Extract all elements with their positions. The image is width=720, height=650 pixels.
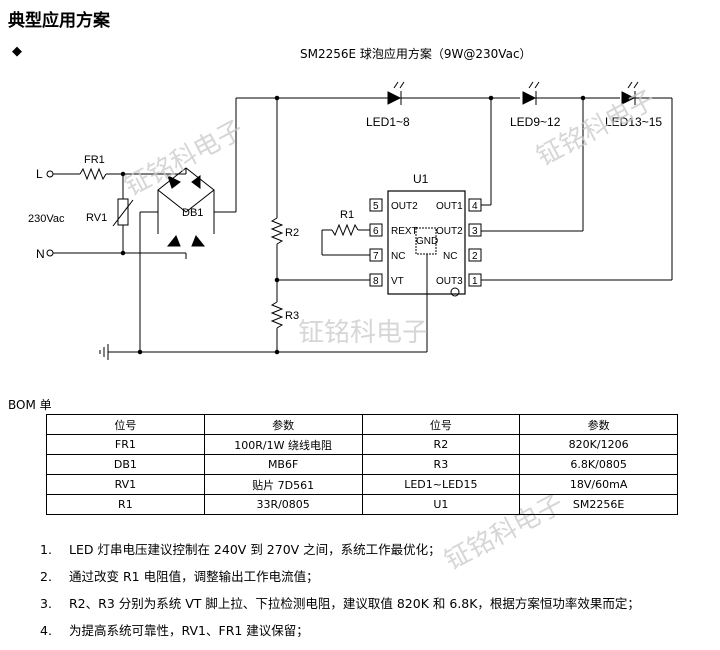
svg-text:OUT1: OUT1 <box>436 201 463 212</box>
table-cell: R2 <box>361 434 521 455</box>
svg-text:GND: GND <box>416 236 438 247</box>
list-item: 2. 通过改变 R1 电阻值，调整输出工作电流值； <box>10 563 640 590</box>
table-cell: DB1 <box>46 454 205 475</box>
rv1-varistor <box>117 198 129 226</box>
terminal-n-label: N <box>36 247 45 261</box>
list-item: 1. LED 灯串电压建议控制在 240V 到 270V 之间，系统工作最优化； <box>10 536 640 563</box>
voltage-label: 230Vac <box>28 213 65 225</box>
page-title: 典型应用方案 <box>8 11 110 31</box>
ground-icon <box>99 344 109 360</box>
svg-text:6: 6 <box>373 226 379 237</box>
note-number: 3. <box>40 596 52 611</box>
db1-label: DB1 <box>182 207 203 219</box>
svg-text:8: 8 <box>373 276 379 287</box>
led-group-3 <box>621 81 639 105</box>
table-row: RV1 贴片 7D561 LED1~LED15 18V/60mA <box>46 474 678 495</box>
list-item: 4. 为提高系统可靠性，RV1、FR1 建议保留； <box>10 617 640 644</box>
table-cell: R1 <box>46 494 205 515</box>
note-text: 通过改变 R1 电阻值，调整输出工作电流值； <box>69 569 319 584</box>
svg-text:OUT3: OUT3 <box>436 276 463 287</box>
led-group-1-label: LED1~8 <box>366 115 410 129</box>
led-group-3-label: LED13~15 <box>605 115 662 129</box>
table-header: 位号 <box>46 414 205 435</box>
svg-text:NC: NC <box>443 251 457 262</box>
table-cell: 100R/1W 绕线电阻 <box>203 434 363 455</box>
table-cell: 6.8K/0805 <box>519 454 678 475</box>
circuit-schematic: L N 230Vac FR1 RV1 DB1 <box>28 81 673 360</box>
bom-table: 位号 参数 位号 参数 FR1 100R/1W 绕线电阻 R2 820K/120… <box>46 414 678 515</box>
u1-label: U1 <box>413 172 429 186</box>
table-cell: RV1 <box>46 474 205 495</box>
svg-text:VT: VT <box>391 276 404 287</box>
svg-text:REXT: REXT <box>391 226 418 237</box>
r2-label: R2 <box>285 227 299 239</box>
svg-text:7: 7 <box>373 251 379 262</box>
note-text: R2、R3 分别为系统 VT 脚上拉、下拉检测电阻，建议取值 820K 和 6.… <box>69 596 640 611</box>
table-cell: 18V/60mA <box>519 474 678 495</box>
table-cell: 820K/1206 <box>519 434 678 455</box>
db1-bridge-rectifier <box>157 167 215 259</box>
fr1-label: FR1 <box>84 154 105 166</box>
svg-text:3: 3 <box>472 226 478 237</box>
table-row: R1 33R/0805 U1 SM2256E <box>46 494 678 515</box>
terminal-n <box>46 249 54 257</box>
svg-text:OUT2: OUT2 <box>391 201 418 212</box>
note-text: 为提高系统可靠性，RV1、FR1 建议保留； <box>69 623 309 638</box>
terminal-l-label: L <box>36 167 43 181</box>
note-number: 4. <box>40 623 52 638</box>
r2-resistor <box>270 217 284 245</box>
led-group-2-label: LED9~12 <box>510 115 561 129</box>
terminal-l <box>46 170 54 178</box>
svg-text:4: 4 <box>472 201 478 212</box>
table-row: DB1 MB6F R3 6.8K/0805 <box>46 454 678 475</box>
fr1-resistor <box>79 167 107 181</box>
bullet-diamond-icon: ◆ <box>12 44 22 59</box>
table-cell: FR1 <box>46 434 205 455</box>
table-cell: U1 <box>361 494 521 515</box>
gnd-pad <box>415 227 437 255</box>
scheme-title: SM2256E 球泡应用方案（9W@230Vac） <box>300 47 532 61</box>
r1-label: R1 <box>340 209 354 221</box>
r3-resistor <box>270 301 284 329</box>
r1-resistor <box>331 223 359 237</box>
svg-text:5: 5 <box>373 201 379 212</box>
table-cell: SM2256E <box>519 494 678 515</box>
notes-list: 1.LED 灯串电压建议控制在 240V 到 270V 之间，系统工作最优化； … <box>10 536 640 644</box>
table-cell: R3 <box>361 454 521 475</box>
svg-text:OUT2: OUT2 <box>436 226 463 237</box>
svg-text:NC: NC <box>391 251 405 262</box>
table-cell: LED1~LED15 <box>361 474 521 495</box>
table-header: 位号 <box>361 414 521 435</box>
r3-label: R3 <box>285 310 299 322</box>
led-group-2 <box>522 81 540 105</box>
svg-text:1: 1 <box>472 276 478 287</box>
led-group-1 <box>387 81 405 105</box>
note-number: 2. <box>40 569 52 584</box>
table-header-row: 位号 参数 位号 参数 <box>46 414 678 435</box>
table-row: FR1 100R/1W 绕线电阻 R2 820K/1206 <box>46 434 678 455</box>
list-item: 3. R2、R3 分别为系统 VT 脚上拉、下拉检测电阻，建议取值 820K 和 … <box>10 590 640 617</box>
rv1-label: RV1 <box>86 212 107 224</box>
svg-text:2: 2 <box>472 251 478 262</box>
table-cell: 贴片 7D561 <box>203 474 363 495</box>
table-header: 参数 <box>203 414 363 435</box>
note-number: 1. <box>40 542 52 557</box>
note-text: LED 灯串电压建议控制在 240V 到 270V 之间，系统工作最优化； <box>69 542 441 557</box>
bom-label: BOM 单 <box>8 398 52 412</box>
table-cell: MB6F <box>203 454 363 475</box>
table-cell: 33R/0805 <box>203 494 363 515</box>
table-header: 参数 <box>519 414 678 435</box>
